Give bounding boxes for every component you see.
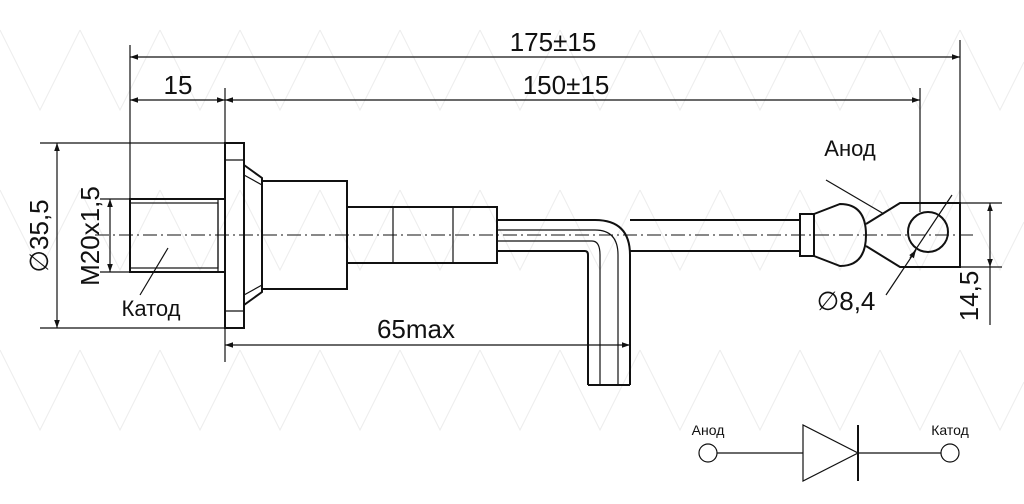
anode-lug bbox=[799, 194, 961, 268]
body-length-label: 150±15 bbox=[523, 70, 610, 100]
hole-diameter-label: ∅8,4 bbox=[817, 286, 876, 316]
overall-length-label: 175±15 bbox=[510, 27, 597, 57]
thread-label: M20x1,5 bbox=[75, 186, 105, 286]
dimension-lines bbox=[54, 54, 993, 348]
symbol-cathode-label: Катод bbox=[931, 422, 969, 438]
diode-symbol bbox=[698, 424, 960, 482]
stud-length-label: 15 bbox=[164, 70, 193, 100]
symbol-anode-label: Анод bbox=[692, 422, 725, 438]
lug-width-label: 14,5 bbox=[954, 271, 984, 322]
device-body bbox=[261, 180, 498, 290]
flexible-lead bbox=[497, 219, 800, 386]
anode-label: Анод bbox=[824, 136, 876, 161]
lead-bend-label: 65max bbox=[377, 314, 455, 344]
flange-diameter-label: ∅35,5 bbox=[24, 199, 54, 272]
hex-flange bbox=[224, 142, 263, 329]
watermark-pattern bbox=[0, 29, 1024, 432]
extension-lines bbox=[40, 40, 1002, 362]
threaded-stud bbox=[129, 198, 226, 273]
cathode-label: Катод bbox=[122, 296, 181, 321]
